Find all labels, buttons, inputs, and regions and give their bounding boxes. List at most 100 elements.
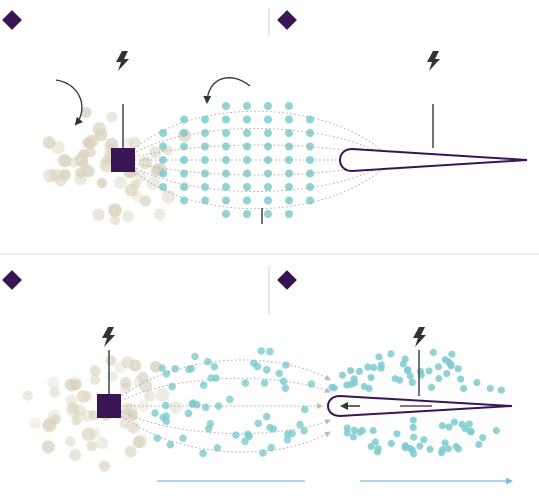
ion-particle [264,115,272,124]
neutral-particle [106,137,119,150]
ion-particle [457,375,465,383]
bottom-panel [2,266,513,485]
ion-particle [187,364,195,373]
ion-particle [377,364,385,372]
ion-particle [222,183,230,191]
ion-particle [201,196,209,205]
neutral-particle [126,419,140,433]
neutral-particle [95,436,109,450]
neutral-particle [42,136,56,149]
ion-particle [408,378,416,386]
neutral-particle [119,418,131,429]
ion-particle [264,210,272,218]
neutral-particle [98,460,110,472]
ion-particle [161,401,170,410]
neutral-particle [96,177,108,189]
ion-particle [416,442,424,450]
ion-particle [222,102,230,110]
neutral-particle [108,203,122,217]
neutral-particle [105,354,117,366]
neutral-particle [22,390,34,401]
diamond-icon [277,270,297,290]
neutral-particle [107,371,118,382]
ion-particle [266,347,274,356]
neutral-particle [81,409,94,422]
ion-particle [343,429,351,437]
ion-particle [409,423,417,431]
neutral-particle [120,377,132,389]
ion-particle [243,169,251,178]
ion-particle [179,434,187,443]
ion-particle [159,183,167,191]
neutral-particle [124,445,137,458]
ion-particle [171,364,179,373]
neutral-particle [114,361,127,374]
neutral-particle [89,365,101,377]
ion-particle [264,142,272,151]
ion-particle [199,381,208,390]
field-line [122,159,393,192]
ion-particle [375,353,383,361]
neutral-particle [144,390,156,402]
top-panel [2,8,528,226]
ion-particle [201,115,209,124]
ion-particle [222,129,230,137]
ion-particle [306,196,314,205]
ion-particle [222,196,230,205]
ion-particle [355,367,363,375]
ion-particle [222,142,230,151]
ion-particle [288,429,296,438]
ion-particle [401,355,409,363]
ion-particle [275,369,284,378]
neutral-particle [47,376,60,389]
neutral-particle [41,440,55,454]
field-line [122,110,393,161]
ion-particle [166,440,175,449]
neutral-particle [139,195,151,207]
ion-particle [391,375,399,383]
ion-particle [282,361,290,369]
ion-particle [441,439,449,447]
neutral-particle [58,154,72,168]
neutral-particle [99,158,114,173]
neutral-particle [49,386,60,398]
ion-particle [222,156,230,164]
ion-particle [360,382,368,391]
neutral-particle [137,371,149,384]
ion-particle [285,156,293,164]
ion-particle [264,183,272,191]
neutral-particle [71,415,82,426]
ion-particle [232,431,240,439]
neutral-particle [114,176,127,190]
ion-particle [285,142,293,151]
ion-particle [371,438,379,446]
ion-particle [406,372,414,380]
ion-particle [151,409,159,417]
ion-particle [180,129,188,137]
ion-particle [243,115,251,124]
neutral-particle [155,388,170,402]
neutral-particle [82,137,93,148]
ion-particle [222,115,230,124]
neutral-particle [106,111,118,123]
ion-particle [445,423,453,431]
ion-particle [285,210,293,218]
ion-particle [467,428,475,436]
neutral-particle [29,417,42,430]
ion-particle [259,449,267,457]
ion-particle [254,419,263,428]
neutral-particle [130,179,141,190]
ion-particle [285,102,293,110]
ion-particle [158,364,166,372]
ion-particle [264,196,272,205]
ion-particle [427,383,436,391]
neutral-particle [82,165,95,178]
neutral-particle [66,402,79,415]
ion-particle [444,445,453,453]
neutral-particle [50,414,61,425]
ion-particle [473,378,481,386]
ion-particle [350,375,358,383]
ion-particle [279,377,288,386]
neutral-particle [146,176,161,191]
ion-particle [201,183,209,191]
